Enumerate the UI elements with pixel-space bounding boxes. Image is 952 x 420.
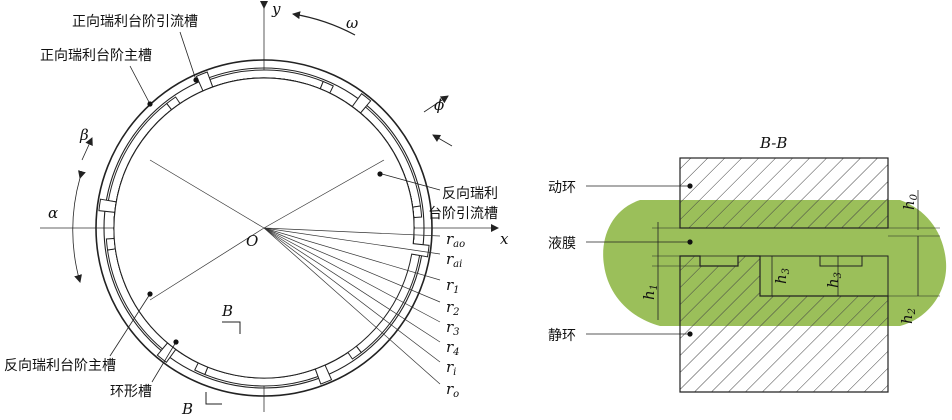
radius-leader xyxy=(263,227,441,363)
origin-label: O xyxy=(246,232,258,250)
ring-face-view: ω ϕ β α y x O B B 正向瑞利台阶引流槽 正向瑞利台阶主槽 反向瑞… xyxy=(4,0,509,418)
leader-reverse-guide xyxy=(381,173,441,191)
radius-leader xyxy=(263,227,441,281)
dim-h1-label: h1 xyxy=(640,284,660,300)
radius-label-i: ri xyxy=(446,358,456,378)
leader-forward-main xyxy=(129,65,151,105)
section-mark-bottom xyxy=(205,392,222,405)
radius-label-ai: rai xyxy=(446,250,462,270)
label-liquid-film: 液膜 xyxy=(548,236,576,252)
beta-symbol: β xyxy=(79,126,89,144)
radius-labels: rao rai r1 r2 r3 r4 ri ro xyxy=(446,230,465,400)
dot-forward-main xyxy=(147,101,153,107)
ring-circle xyxy=(103,67,425,389)
inner-step xyxy=(819,256,863,267)
dim-h2-label: h2 xyxy=(898,308,918,324)
radius-leader xyxy=(263,227,441,255)
angle-ray xyxy=(149,159,265,229)
alpha-symbol: α xyxy=(48,204,58,222)
radius-label-4: r4 xyxy=(446,338,460,358)
label-forward-main-groove: 正向瑞利台阶主槽 xyxy=(40,48,152,64)
label-reverse-guide-groove-1: 反向瑞利 xyxy=(442,186,498,202)
radius-label-o: ro xyxy=(446,380,459,400)
label-stationary-ring: 静环 xyxy=(548,328,576,344)
label-reverse-guide-groove-2: 台阶引流槽 xyxy=(428,206,498,222)
dim-h3b-label: h3 xyxy=(824,272,844,288)
radius-leader xyxy=(263,227,441,385)
radius-label-2: r2 xyxy=(446,298,460,318)
dot-rotating xyxy=(687,183,693,189)
dot-reverse-main xyxy=(147,291,153,297)
beta-arrow xyxy=(81,137,93,161)
section-label-bottom: B xyxy=(181,400,193,418)
dot-annular xyxy=(173,339,179,345)
phi-line-1 xyxy=(423,95,449,113)
leader-annular xyxy=(151,341,177,383)
section-label-top: B xyxy=(221,302,233,320)
label-reverse-main-groove: 反向瑞利台阶主槽 xyxy=(4,358,116,374)
rotation-arrow xyxy=(292,11,356,36)
dim-h3a-label: h3 xyxy=(772,268,792,284)
x-axis-label: x xyxy=(500,230,509,248)
angle-ray xyxy=(149,227,265,301)
dot-forward-guide xyxy=(193,77,199,83)
section-mark-top xyxy=(222,321,241,334)
dot-film xyxy=(687,239,693,245)
radius-label-1: r1 xyxy=(446,276,460,296)
radius-leader xyxy=(263,227,441,303)
dim-h0-label: h0 xyxy=(900,193,920,210)
groove-segment xyxy=(113,77,430,379)
rotating-ring xyxy=(679,157,889,229)
radius-leader xyxy=(263,227,441,323)
omega-symbol: ω xyxy=(346,14,358,32)
alpha-arc xyxy=(72,170,86,283)
phi-symbol: ϕ xyxy=(434,96,444,114)
section-b-b-view: B-B 动环 液膜 静环 h1 h3 h3 xyxy=(548,134,947,393)
y-axis-label: y xyxy=(271,0,281,18)
section-title: B-B xyxy=(759,134,787,152)
phi-line-2 xyxy=(432,134,453,147)
ring-circle xyxy=(95,59,433,397)
label-rotating-ring: 动环 xyxy=(548,180,576,196)
radius-leader-lines xyxy=(149,159,441,385)
angle-ray xyxy=(263,159,385,229)
radius-leader xyxy=(263,227,441,343)
label-forward-guide-groove: 正向瑞利台阶引流槽 xyxy=(72,14,198,30)
radius-label-3: r3 xyxy=(446,318,460,338)
leader-reverse-main xyxy=(109,293,151,357)
radius-label-ao: rao xyxy=(446,230,465,250)
radius-leader xyxy=(263,227,441,237)
dot-stationary xyxy=(687,331,693,337)
dot-reverse-guide xyxy=(377,171,383,177)
leader-forward-guide xyxy=(179,31,197,81)
label-annular-groove: 环形槽 xyxy=(110,384,152,400)
